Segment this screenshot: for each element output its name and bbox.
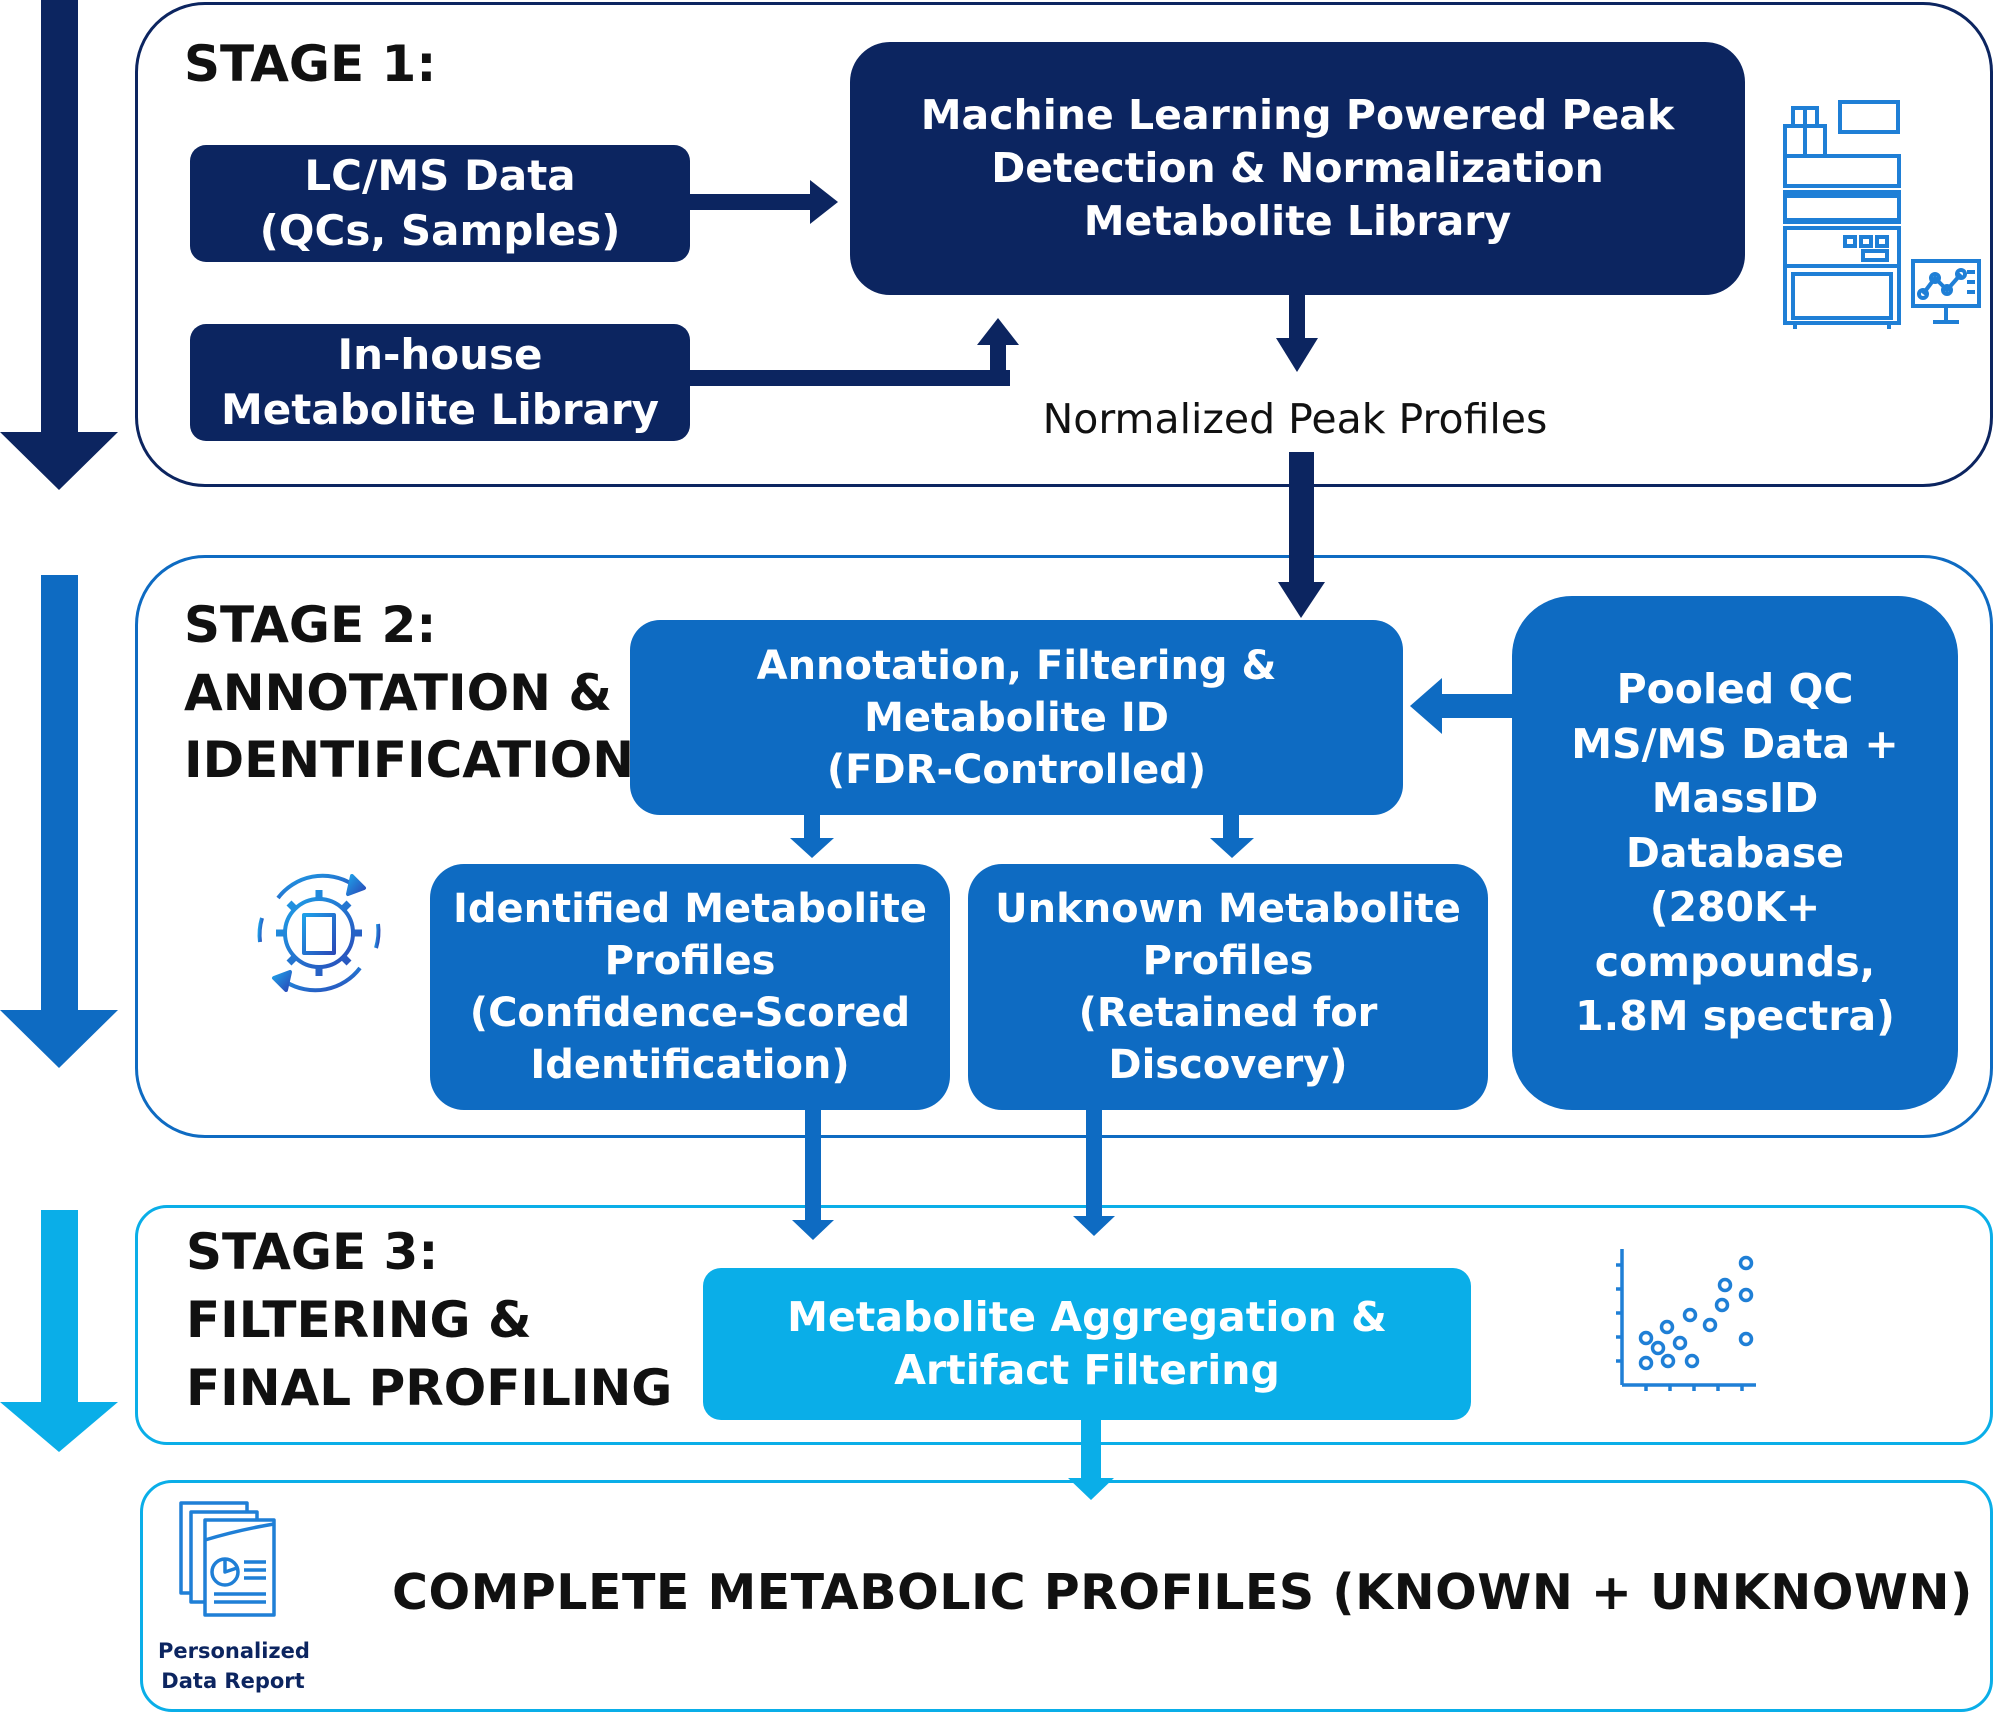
gear-document-cycle-icon [257, 873, 381, 993]
final-panel [140, 1480, 1993, 1712]
annotation-filtering-box: Annotation, Filtering & Metabolite ID (F… [630, 620, 1403, 815]
aggregation-filtering-box: Metabolite Aggregation & Artifact Filter… [703, 1268, 1471, 1420]
arrow-profiles-to-annotation [1278, 452, 1325, 618]
arrow-pooled-to-annotation [1410, 678, 1512, 734]
stage3-title: STAGE 3: FILTERING & FINAL PROFILING [186, 1223, 673, 1417]
arrow-library-to-ml [690, 318, 1019, 386]
lab-instrument-icon [1783, 100, 1981, 329]
arrow-aggregation-to-final [1068, 1418, 1114, 1500]
unknown-metabolite-box: Unknown Metabolite Profiles (Retained fo… [968, 864, 1488, 1110]
ml-peak-detection-box: Machine Learning Powered Peak Detection … [850, 42, 1745, 295]
identified-metabolite-box: Identified Metabolite Profiles (Confiden… [430, 864, 950, 1110]
scatter-plot-icon [1616, 1249, 1756, 1391]
arrow-unknown-to-aggregation [1073, 1110, 1115, 1236]
lcms-data-box: LC/MS Data (QCs, Samples) [190, 145, 690, 262]
stage1-side-arrow [0, 0, 118, 490]
stage2-title: STAGE 2: ANNOTATION & IDENTIFICATION [184, 596, 635, 789]
data-report-icon [179, 1501, 276, 1617]
arrow-identified-to-aggregation [792, 1110, 834, 1240]
complete-profiles-text: COMPLETE METABOLIC PROFILES (KNOWN + UNK… [392, 1564, 1973, 1621]
stage3-side-arrow [0, 1210, 118, 1452]
stage2-side-arrow [0, 575, 118, 1068]
arrow-annotation-to-identified [790, 815, 834, 858]
normalized-peak-profiles-label: Normalized Peak Profiles [1042, 395, 1548, 443]
arrow-lcms-to-ml [690, 180, 838, 224]
inhouse-library-box: In-house Metabolite Library [190, 324, 690, 441]
pooled-qc-database-box: Pooled QC MS/MS Data + MassID Database (… [1512, 596, 1958, 1110]
stage1-title: STAGE 1: [184, 35, 437, 93]
arrow-ml-down [1276, 295, 1318, 372]
data-report-caption: Personalized Data Report [158, 1639, 310, 1694]
arrow-annotation-to-unknown [1210, 815, 1254, 858]
